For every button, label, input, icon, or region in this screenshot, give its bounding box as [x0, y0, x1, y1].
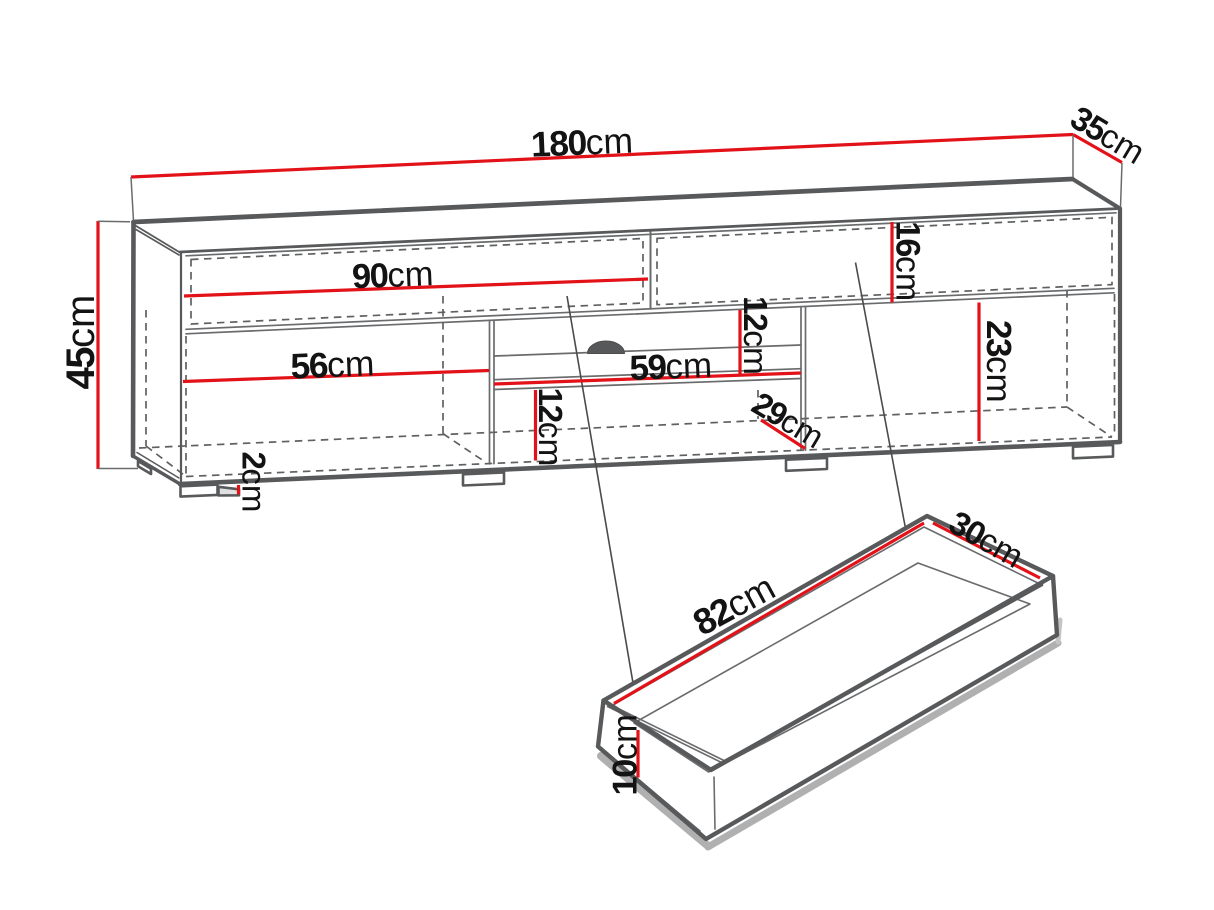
- svg-text:10cm: 10cm: [607, 714, 645, 795]
- svg-text:59cm: 59cm: [629, 346, 713, 388]
- svg-text:12cm: 12cm: [736, 296, 773, 375]
- svg-text:90cm: 90cm: [351, 255, 434, 296]
- svg-text:12cm: 12cm: [531, 388, 568, 467]
- svg-text:56cm: 56cm: [290, 343, 375, 386]
- svg-text:180cm: 180cm: [530, 121, 634, 165]
- svg-text:16cm: 16cm: [889, 221, 927, 301]
- svg-text:2cm: 2cm: [236, 452, 273, 513]
- svg-text:45cm: 45cm: [59, 295, 103, 390]
- svg-text:23cm: 23cm: [979, 320, 1018, 403]
